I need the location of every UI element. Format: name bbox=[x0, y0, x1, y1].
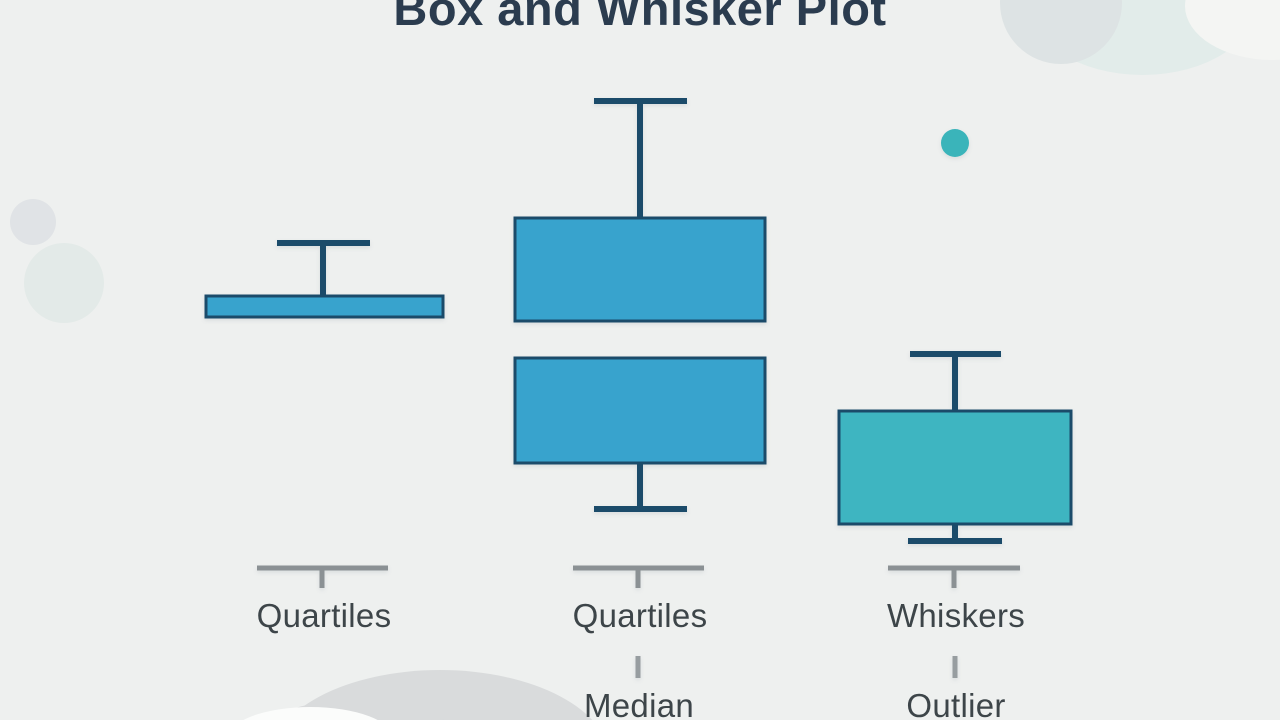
middle-boxplot bbox=[513, 98, 767, 512]
right-boxplot bbox=[837, 129, 1073, 544]
annotation-brackets bbox=[257, 565, 1020, 678]
page-title: Box and Whisker Plot bbox=[393, 0, 887, 35]
decorative-circle-large bbox=[24, 243, 104, 323]
decorative-wave-white bbox=[228, 707, 393, 720]
middle-lower-quartile-box bbox=[513, 356, 767, 465]
label-median: Median bbox=[583, 687, 695, 720]
right-box bbox=[837, 409, 1073, 526]
left-quartile-box bbox=[204, 294, 445, 319]
label-whiskers: Whiskers bbox=[886, 597, 1026, 634]
outlier-dot bbox=[941, 129, 969, 157]
label-quartiles-left: Quartiles bbox=[256, 597, 392, 634]
label-quartiles-middle: Quartiles bbox=[572, 597, 708, 634]
label-outlier: Outlier bbox=[906, 687, 1006, 720]
middle-upper-quartile-box bbox=[513, 216, 767, 323]
left-boxplot bbox=[204, 240, 445, 319]
decorative-circle-small bbox=[10, 199, 56, 245]
